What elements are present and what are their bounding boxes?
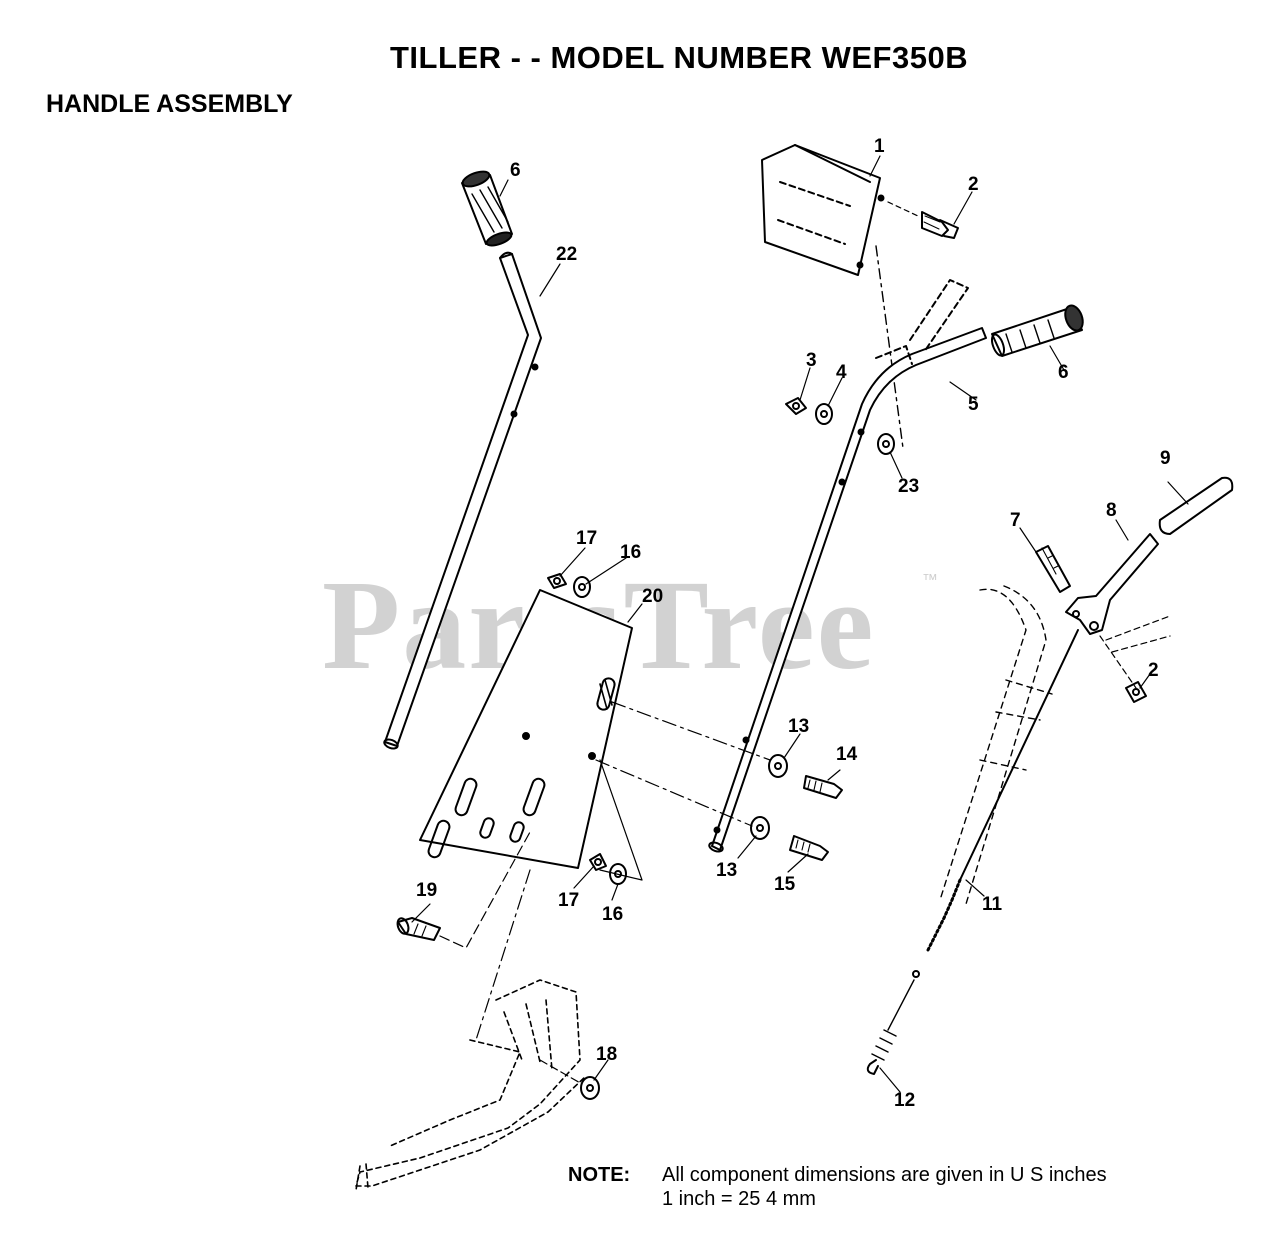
part-bolt-19 (396, 917, 441, 941)
callout-15: 15 (774, 874, 796, 895)
part-nut-3 (785, 397, 807, 415)
part-handle-phantom (939, 585, 1053, 905)
callout-6-right: 6 (1058, 362, 1069, 383)
callout-17-bottom: 17 (558, 890, 579, 911)
callout-23: 23 (898, 476, 919, 497)
callout-16-bottom: 16 (602, 904, 623, 925)
callout-5: 5 (968, 394, 979, 415)
part-washer-13-bottom (750, 816, 770, 840)
note-text-line1: All component dimensions are given in U … (662, 1164, 1107, 1186)
callout-labels: 1 2 2 3 4 5 6 6 7 8 9 11 12 13 13 14 15 … (416, 136, 1171, 1111)
callout-12: 12 (894, 1090, 915, 1111)
part-handle-tube-right (708, 279, 987, 853)
note-text-line2: 1 inch = 25 4 mm (662, 1188, 816, 1210)
part-bolt-7 (1035, 545, 1071, 593)
callout-14: 14 (836, 744, 858, 765)
part-bolt-top (887, 201, 959, 239)
callout-2-lower: 2 (1148, 660, 1159, 681)
part-nut-2-lower (1125, 681, 1147, 703)
part-washer-16-top (573, 576, 591, 598)
part-bolt-14 (803, 775, 843, 799)
part-shield-plate (761, 144, 904, 449)
part-handle-tube-left (383, 251, 542, 750)
part-control-lever (1065, 533, 1159, 635)
part-bracket-plate (419, 589, 633, 869)
callout-8: 8 (1106, 500, 1117, 521)
part-grip-left (461, 170, 513, 247)
callout-11: 11 (982, 894, 1003, 915)
part-washer-23 (877, 433, 895, 455)
callout-13-top: 13 (788, 716, 809, 737)
page-title: TILLER - - MODEL NUMBER WEF350B (390, 40, 969, 75)
callout-13-bottom: 13 (716, 860, 737, 881)
callout-19: 19 (416, 880, 437, 901)
callout-2-top: 2 (968, 174, 979, 195)
callout-17-top: 17 (576, 528, 597, 549)
leader-lines (411, 155, 1189, 1093)
part-washer-18 (580, 1076, 600, 1100)
part-nut-17-top (547, 573, 567, 589)
callout-20: 20 (642, 586, 663, 607)
part-control-cable (926, 629, 1079, 952)
callout-22: 22 (556, 244, 577, 265)
part-frame-phantom (355, 979, 587, 1191)
part-washer-13-top (768, 754, 788, 778)
note-label: NOTE: (568, 1164, 631, 1186)
part-spring (866, 970, 920, 1075)
part-grip-right (990, 304, 1084, 357)
callout-9: 9 (1160, 448, 1171, 469)
section-title: HANDLE ASSEMBLY (46, 90, 293, 118)
part-washer-4 (815, 403, 833, 425)
watermark-trademark: ™ (922, 572, 938, 589)
callout-16-top: 16 (620, 542, 641, 563)
callout-18: 18 (596, 1044, 617, 1065)
callout-1: 1 (874, 136, 885, 157)
callout-6-left: 6 (510, 160, 521, 181)
callout-4: 4 (836, 362, 847, 383)
callout-3: 3 (806, 350, 817, 371)
part-lever-grip (1158, 476, 1234, 535)
part-bolt-15 (789, 835, 829, 861)
callout-7: 7 (1010, 510, 1021, 531)
